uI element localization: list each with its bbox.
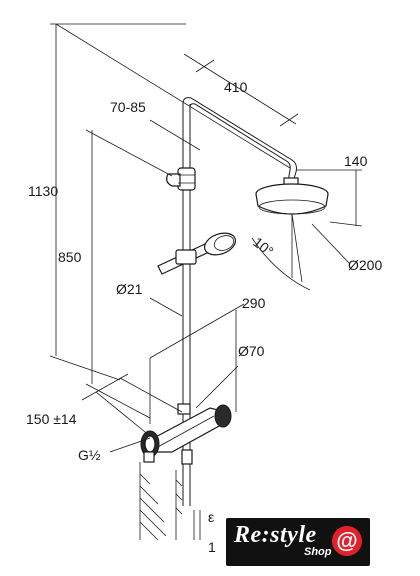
shower-product [139,97,329,541]
dimension-labels: 1130 410 70-85 850 140 10° Ø200 Ø21 290 … [26,79,382,555]
hand-shower [157,232,237,275]
wall-hatching [139,462,183,541]
shower-arm-inner [189,103,291,183]
dim-rail-height: 850 [58,249,82,265]
shower-arm [182,97,297,183]
dim-bottom-symbol: ε [208,509,214,525]
dim-inlet-spacing: 150 ±14 [26,411,77,427]
dim-mixer-width: 290 [242,295,266,311]
at-sign-icon: @ [332,526,362,556]
dim-pipe-diameter: Ø21 [116,281,143,297]
overhead-shower-head [255,177,329,215]
thermostatic-mixer [140,403,232,465]
dim-head-diameter: Ø200 [348,257,382,273]
sliding-holder [166,167,196,191]
dim-arm-reach: 410 [224,79,248,95]
dim-tilt-angle: 10° [250,234,277,260]
dim-thread: G½ [78,447,101,463]
brand-sub: Shop [304,546,332,558]
dim-head-height: 140 [344,153,368,169]
dimension-lines [49,23,363,540]
dim-bottom-number: 1 [208,539,216,555]
brand-name: Re:style [234,522,317,548]
brand-badge: Re:style Shop @ [226,518,370,566]
dim-holder-range: 70-85 [110,99,146,115]
dim-overall-height: 1130 [28,183,58,199]
dim-mixer-diameter: Ø70 [238,343,265,359]
